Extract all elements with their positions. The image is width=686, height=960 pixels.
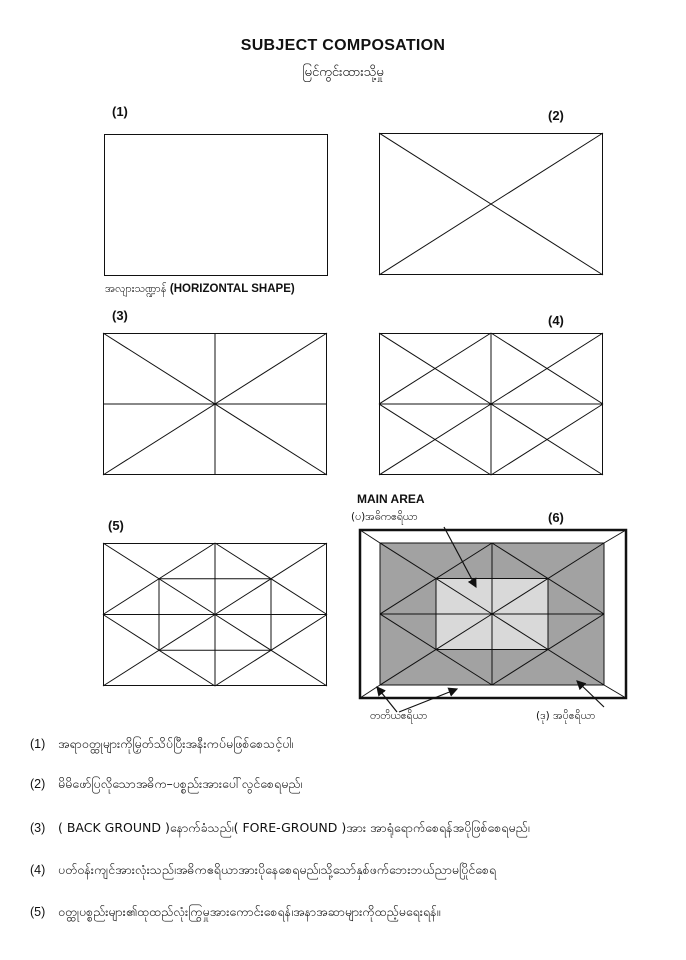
secondary-area-label: (ဒု) အပိုဧရိယာ	[536, 710, 596, 722]
note-text: အရာဝတ္ထုများကိုမြှတ်သိပ်ပြီးအနီးကပ်မဖြစ်…	[58, 736, 294, 751]
quadrant-diagonal	[378, 403, 492, 476]
note-text: ( BACK GROUND )နောက်ခံသည်၊( FORE-GROUND …	[58, 820, 530, 835]
figure-3-diagram	[102, 332, 328, 476]
note-number: (5)	[30, 905, 46, 919]
main-area-label: MAIN AREA	[357, 492, 425, 506]
figure-6-diagram	[358, 526, 628, 713]
primary-area-label: (ပ)အဓိကဧရိယာ	[351, 511, 418, 523]
note-item: (4) ပတ်ဝန်းကျင်အားလုံးသည်၊အဓိကဧရိယာအားပို…	[30, 862, 496, 881]
note-item: (1) အရာဝတ္ထုများကိုမြှတ်သိပ်ပြီးအနီးကပ်မဖ…	[30, 736, 293, 755]
note-number: (1)	[30, 737, 46, 751]
figure-3-number: (3)	[112, 308, 128, 323]
figure-1-caption: အလျားသဏ္ဍာန် (HORIZONTAL SHAPE)	[105, 282, 295, 298]
figure-5-diagram	[102, 542, 328, 687]
figure-5-number: (5)	[108, 518, 124, 533]
note-item: (5) ဝတ္ထုပစ္စည်းများ၏ထုထည်လုံးကြွမှုအားကေ…	[30, 904, 440, 923]
figure-2-diagram	[378, 132, 604, 276]
corner-line	[359, 529, 381, 544]
note-item: (3) ( BACK GROUND )နောက်ခံသည်၊( FORE-GROU…	[30, 820, 530, 839]
figure-2-number: (2)	[548, 108, 564, 123]
corner-line	[603, 684, 627, 699]
main-area-arrow	[443, 526, 477, 589]
figure-4-number: (4)	[548, 313, 564, 328]
secondary-arrow	[576, 680, 605, 708]
quadrant-diagonal	[490, 403, 604, 476]
page-subtitle: မြင်ကွင်းထားသို့မှု	[302, 65, 384, 80]
figure-1-number: (1)	[112, 104, 128, 119]
tertiary-arrow	[398, 687, 459, 713]
frame-rect	[104, 134, 328, 276]
note-text: ဝတ္ထုပစ္စည်းများ၏ထုထည်လုံးကြွမှုအားကောင်…	[58, 904, 441, 919]
quadrant-diagonal	[378, 332, 492, 405]
note-number: (4)	[30, 863, 46, 877]
tertiary-arrow	[376, 686, 398, 713]
figure-4-diagram	[378, 332, 604, 476]
note-text: မိမိဖော်ပြလိုသောအဓိက–ပစ္စည်းအားပေါ်လွင်စ…	[58, 776, 303, 791]
note-text: ပတ်ဝန်းကျင်အားလုံးသည်၊အဓိကဧရိယာအားပိုနေစ…	[58, 862, 497, 877]
diagonal-line	[378, 132, 604, 276]
note-number: (3)	[30, 821, 46, 835]
figure-1-caption-en: (HORIZONTAL SHAPE)	[169, 283, 295, 295]
figure-6-number: (6)	[548, 510, 564, 525]
note-item: (2) မိမိဖော်ပြလိုသောအဓိက–ပစ္စည်းအားပေါ်လွ…	[30, 776, 302, 795]
figure-1-caption-my: အလျားသဏ္ဍာန်	[105, 282, 167, 295]
figure-1-diagram	[104, 134, 328, 276]
page-title: SUBJECT COMPOSATION	[240, 37, 446, 54]
quadrant-diagonal	[490, 332, 604, 405]
note-number: (2)	[30, 777, 46, 791]
corner-line	[603, 529, 627, 544]
tertiary-area-label: တတိယဧရိယာ	[370, 710, 428, 722]
